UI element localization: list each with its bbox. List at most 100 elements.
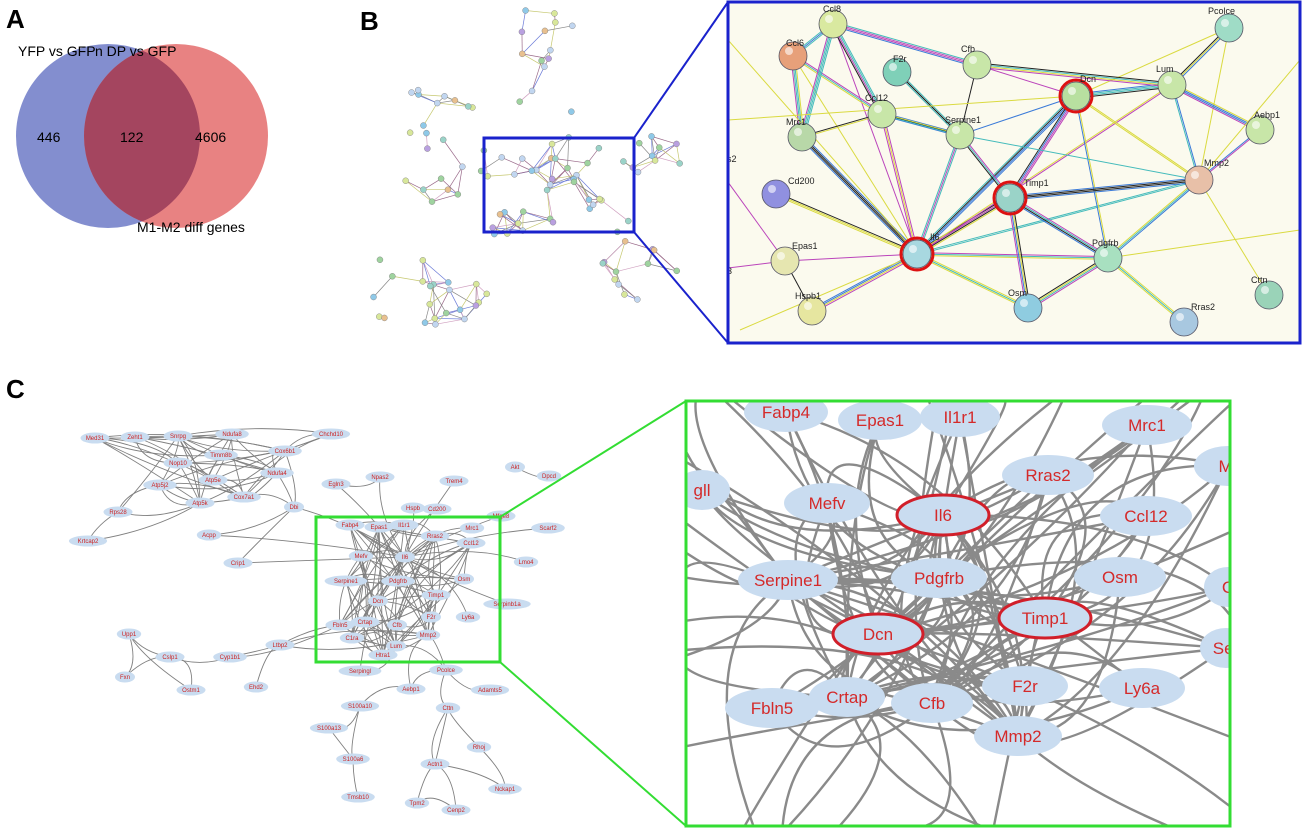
overview-node-label: Akt <box>511 465 520 471</box>
zoom-edge <box>917 199 1012 257</box>
zoom-edge <box>792 55 918 255</box>
zoom-edge <box>1076 95 1200 180</box>
overview-edge <box>601 200 629 222</box>
overview-node <box>599 260 607 267</box>
zoom-edge <box>812 254 918 313</box>
zoom-node-label: C <box>1222 578 1234 597</box>
overview-node <box>421 319 429 326</box>
overview-edge <box>434 289 450 319</box>
zoom-node-label: Serpine1 <box>945 115 981 125</box>
overview-node <box>472 302 480 309</box>
overview-edge <box>576 174 600 200</box>
overview-node-label: Fbln5 <box>332 623 348 629</box>
zoom-node <box>797 296 827 326</box>
overview-node <box>395 551 415 563</box>
overview-edge <box>255 644 281 688</box>
overview-node <box>155 651 185 663</box>
zoom-node-label: Fabp4 <box>762 403 810 422</box>
overview-node <box>268 445 302 457</box>
zoom-edge <box>1106 258 1184 324</box>
zoom-node <box>1204 567 1230 607</box>
zoom-edge <box>1172 84 1201 180</box>
overview-edge <box>427 535 436 636</box>
zoom-edge <box>915 94 1075 253</box>
zoom-edge <box>916 196 1010 254</box>
overview-edge <box>487 174 515 177</box>
overview-edge <box>637 160 656 173</box>
zoom-edge <box>800 23 833 137</box>
venn-bottom-label: M1-M2 diff genes <box>137 219 245 235</box>
zoom-node-label: Il6 <box>934 506 952 525</box>
zoom-node <box>1102 405 1192 445</box>
overview-node <box>548 175 556 183</box>
zoom-edge <box>1010 96 1078 199</box>
panel-c-zoom-source-box <box>314 515 502 664</box>
overview-edge <box>525 10 555 14</box>
overview-node <box>483 598 531 610</box>
overview-edge <box>431 194 458 202</box>
overview-node <box>454 573 474 585</box>
overview-node <box>596 195 603 203</box>
overview-edge <box>478 746 506 790</box>
overview-edge <box>392 275 423 282</box>
overview-node <box>536 470 562 482</box>
zoom-edge <box>845 419 882 698</box>
zoom-node <box>995 183 1025 213</box>
overview-node <box>552 155 559 162</box>
overview-edge <box>521 10 526 32</box>
overview-edge <box>117 435 179 513</box>
overview-edge <box>208 534 406 558</box>
overview-edge <box>531 143 553 171</box>
overview-node <box>120 431 150 443</box>
zoom-node-label: F2r <box>893 54 907 64</box>
zoom-node-label: Fbln5 <box>751 699 794 718</box>
zoom-node <box>1194 446 1230 486</box>
overview-edge <box>404 556 469 618</box>
overview-edge <box>405 180 433 202</box>
overview-node <box>406 129 414 136</box>
overview-edge <box>237 506 295 564</box>
overview-node-label: Osm <box>458 577 471 583</box>
overview-node <box>649 152 656 160</box>
zoom-edge <box>776 192 918 254</box>
overview-node-label: Epas1 <box>370 525 388 531</box>
overview-edge <box>659 147 680 164</box>
zoom-node-label: Ccl12 <box>865 93 888 103</box>
overview-node <box>511 171 518 178</box>
zoom-edge <box>896 71 961 136</box>
overview-edge <box>573 181 591 209</box>
overview-edge <box>615 241 626 272</box>
overview-node <box>443 309 450 317</box>
overview-node <box>650 246 658 254</box>
node-gloss <box>1164 76 1172 84</box>
zoom-edge <box>1008 95 1076 198</box>
overview-node-label: Il1r1 <box>398 523 410 529</box>
overview-edge <box>652 143 677 157</box>
overview-edge <box>335 483 406 558</box>
overview-edge <box>615 263 649 273</box>
zoom-node <box>1184 165 1214 195</box>
overview-node-label: Il6 <box>402 555 409 561</box>
zoom-node-label: Pdgfrb <box>1092 238 1119 248</box>
overview-edge <box>535 143 553 171</box>
overview-node <box>528 87 536 95</box>
zoom-edge <box>916 134 961 255</box>
zoom-edge <box>1172 82 1262 129</box>
overview-node <box>309 722 349 734</box>
node-gloss <box>1261 286 1269 294</box>
overview-node <box>311 428 351 440</box>
overview-node-label: Rhoj <box>473 745 485 751</box>
overview-node <box>611 276 618 283</box>
overview-node <box>432 321 439 328</box>
overview-node-label: Ccl12 <box>463 541 479 547</box>
overview-node-label: S100a13 <box>317 726 342 732</box>
overview-node <box>260 467 294 479</box>
overview-edge <box>429 285 447 314</box>
zoom-edge <box>833 21 978 64</box>
node-gloss <box>768 185 776 193</box>
overview-edge <box>134 436 278 474</box>
zoom-edge <box>728 39 918 255</box>
zoom-node <box>838 401 922 440</box>
zoom-edge <box>916 254 1108 260</box>
